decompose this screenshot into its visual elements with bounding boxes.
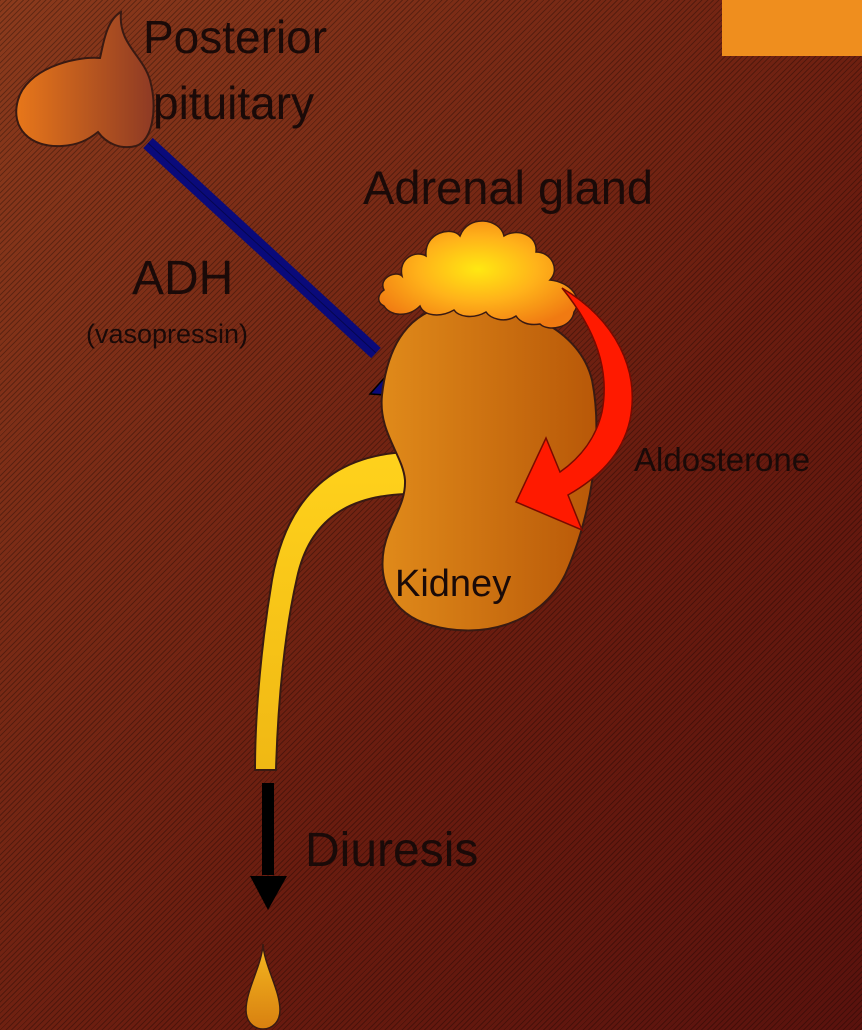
pituitary-label-line2: pituitary	[153, 80, 314, 126]
pituitary-label-line1: Posterior	[143, 14, 327, 60]
aldosterone-label: Aldosterone	[634, 443, 810, 476]
ureter	[255, 452, 406, 770]
kidney-label: Kidney	[395, 565, 511, 603]
adrenal-gland-icon	[379, 221, 578, 328]
urine-drop-icon	[246, 944, 280, 1029]
adh-label: ADH	[132, 255, 233, 303]
vasopressin-label: (vasopressin)	[86, 321, 248, 348]
adrenal-gland-label: Adrenal gland	[363, 164, 653, 211]
diuresis-arrow	[250, 783, 287, 910]
diuresis-label: Diuresis	[305, 827, 478, 875]
pituitary-gland-icon	[16, 12, 153, 147]
